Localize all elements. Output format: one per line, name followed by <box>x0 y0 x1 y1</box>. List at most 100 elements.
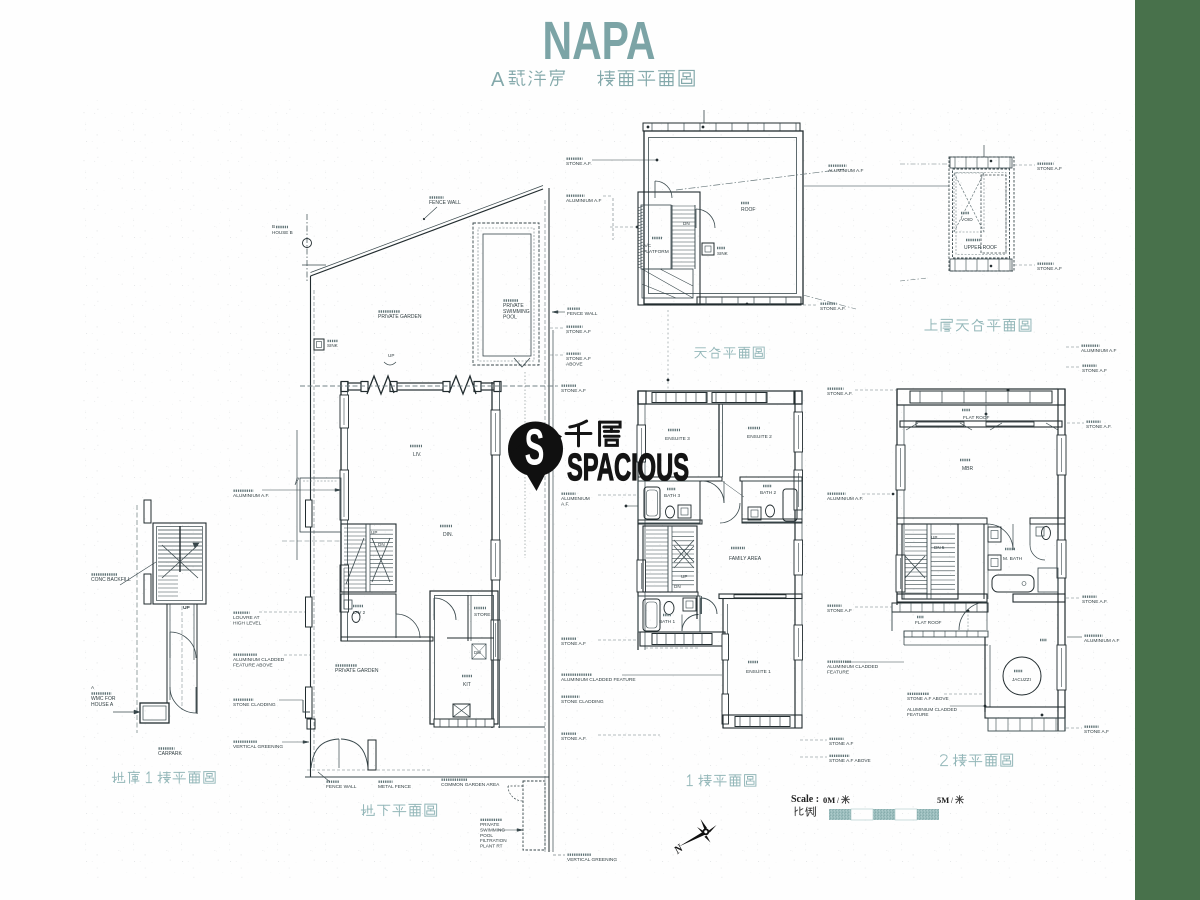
svg-text:DN 5: DN 5 <box>934 545 945 550</box>
svg-text:STONE CLADDING: STONE CLADDING <box>561 699 604 705</box>
svg-text:SWIMMING: SWIMMING <box>480 827 505 832</box>
svg-text:FEATURE: FEATURE <box>907 712 929 717</box>
svg-text:SWIMMING: SWIMMING <box>503 309 530 315</box>
svg-text:PLATFORM: PLATFORM <box>643 249 669 255</box>
svg-text:MBR: MBR <box>962 466 974 472</box>
svg-text:VOID: VOID <box>961 217 973 223</box>
svg-text:VERTICAL GREENING: VERTICAL GREENING <box>233 744 283 750</box>
svg-text:WMC FOR: WMC FOR <box>91 696 116 702</box>
svg-text:FENCE WALL: FENCE WALL <box>429 200 461 206</box>
svg-text:UP: UP <box>388 353 394 358</box>
svg-text:ALUMINIUM CLADDED: ALUMINIUM CLADDED <box>827 664 879 670</box>
svg-text:/: / <box>951 798 953 805</box>
svg-text:FLAT ROOF: FLAT ROOF <box>915 620 942 626</box>
svg-text:ALUMINIUM CLADDED: ALUMINIUM CLADDED <box>907 707 958 712</box>
svg-text:DIN.: DIN. <box>443 532 453 538</box>
svg-text:ALUMINIUM CLADDED FEATURE: ALUMINIUM CLADDED FEATURE <box>561 677 636 683</box>
svg-text:HOUSE A: HOUSE A <box>91 702 114 708</box>
svg-text:M. BATH: M. BATH <box>1003 556 1023 562</box>
svg-text:A.F.: A.F. <box>561 501 569 507</box>
svg-text:STONE A.F: STONE A.F <box>1037 266 1062 272</box>
svg-text:STORE: STORE <box>474 612 490 618</box>
svg-text:JACUZZI: JACUZZI <box>1012 677 1031 682</box>
svg-text:SINK: SINK <box>717 251 729 256</box>
svg-text:STONE A.F: STONE A.F <box>827 608 852 614</box>
svg-text:FLAT ROOF: FLAT ROOF <box>963 415 990 421</box>
svg-text:/: / <box>837 798 839 805</box>
svg-text:STONE A.F: STONE A.F <box>561 388 586 394</box>
svg-text:SPACIOUS: SPACIOUS <box>567 447 689 489</box>
svg-text:LIV.: LIV. <box>413 452 421 458</box>
svg-text:BATH 2: BATH 2 <box>760 490 776 495</box>
svg-text:STONE A.F: STONE A.F <box>566 329 591 335</box>
svg-text:ALUMINIUM A.F.: ALUMINIUM A.F. <box>827 496 863 502</box>
svg-text:5M: 5M <box>937 795 949 805</box>
svg-text:ENSUITE 1: ENSUITE 1 <box>746 669 771 675</box>
svg-text:UP: UP <box>371 530 377 535</box>
svg-text:ABOVE: ABOVE <box>566 361 583 367</box>
svg-text:POOL: POOL <box>480 833 493 838</box>
svg-text:DN: DN <box>674 584 681 589</box>
svg-text:STONE A.F.: STONE A.F. <box>820 306 846 312</box>
svg-text:STONE A.F: STONE A.F <box>561 641 586 647</box>
svg-text:METAL FENCE: METAL FENCE <box>378 784 411 790</box>
svg-text:KIT: KIT <box>463 682 471 688</box>
svg-text:FILTRATION: FILTRATION <box>480 838 507 843</box>
svg-text:A: A <box>91 685 95 690</box>
svg-text:CONC BACKFILL: CONC BACKFILL <box>91 577 131 583</box>
svg-text:ENSUITE 2: ENSUITE 2 <box>747 434 772 440</box>
svg-text:STONE A.F: STONE A.F <box>829 741 854 746</box>
svg-text:A: A <box>491 69 505 91</box>
svg-text:ALUMINIUM A.F: ALUMINIUM A.F <box>828 168 864 174</box>
svg-text:ALUMINIUM A.F: ALUMINIUM A.F <box>1081 348 1117 354</box>
svg-text:ALUMINIUM A.F: ALUMINIUM A.F <box>1084 638 1120 644</box>
svg-text:S: S <box>525 418 545 475</box>
svg-text:STONE CLADDING: STONE CLADDING <box>233 702 276 708</box>
svg-text:STONE A.F ABOVE: STONE A.F ABOVE <box>829 758 871 763</box>
svg-text:FAMILY AREA: FAMILY AREA <box>729 556 762 562</box>
svg-text:LOUVRE AT: LOUVRE AT <box>233 615 260 621</box>
svg-text:POOL: POOL <box>503 315 517 321</box>
svg-text:PRIVATE: PRIVATE <box>503 303 524 309</box>
svg-text:DN: DN <box>378 542 385 547</box>
svg-text:ALUMENIUM: ALUMENIUM <box>561 496 590 502</box>
svg-text:CARPARK: CARPARK <box>158 751 182 757</box>
svg-text:STONE A.F.: STONE A.F. <box>1086 424 1112 430</box>
svg-text:STONE A.F.: STONE A.F. <box>827 391 853 397</box>
svg-text:HOUSE B: HOUSE B <box>272 230 293 235</box>
svg-text:NAPA: NAPA <box>543 11 656 71</box>
svg-text:Scale :: Scale : <box>791 794 819 805</box>
svg-text:PRIVATE: PRIVATE <box>480 822 499 827</box>
svg-text:ALUMINIUM A.F.: ALUMINIUM A.F. <box>233 493 269 499</box>
svg-text:0M: 0M <box>823 795 835 805</box>
svg-text:STONE A.F ABOVE: STONE A.F ABOVE <box>907 696 949 701</box>
svg-text:BATH 3: BATH 3 <box>664 493 680 498</box>
svg-text:STONE A.F: STONE A.F <box>1082 368 1107 374</box>
svg-text:FEATURE ABOVE: FEATURE ABOVE <box>233 662 273 668</box>
svg-text:STONE A.F: STONE A.F <box>1037 166 1062 172</box>
svg-text:BATH 1: BATH 1 <box>659 619 675 624</box>
svg-text:VERTICAL GREENING: VERTICAL GREENING <box>567 857 617 863</box>
svg-text:STONE A.F.: STONE A.F. <box>1082 599 1108 605</box>
svg-text:ROOF: ROOF <box>741 207 755 213</box>
svg-text:ALUMINIUM A.F: ALUMINIUM A.F <box>566 198 602 204</box>
svg-text:DW: DW <box>474 650 481 655</box>
svg-text:LAV 2: LAV 2 <box>353 610 366 615</box>
svg-text:ENSUITE 3: ENSUITE 3 <box>665 436 690 442</box>
svg-text:SINK: SINK <box>327 343 339 348</box>
svg-text:FENCE WALL: FENCE WALL <box>567 311 598 317</box>
svg-text:B: B <box>272 224 275 229</box>
svg-text:DN: DN <box>683 221 690 226</box>
svg-text:PRIVATE GARDEN: PRIVATE GARDEN <box>378 314 422 320</box>
svg-text:PRIVATE GARDEN: PRIVATE GARDEN <box>335 668 379 674</box>
svg-text:UP: UP <box>931 535 937 540</box>
svg-text:A/C: A/C <box>643 243 652 249</box>
svg-text:ALUMINIUM CLADDED: ALUMINIUM CLADDED <box>233 657 285 663</box>
svg-text:COMMON GARDEN AREA: COMMON GARDEN AREA <box>441 782 500 788</box>
svg-text:UP: UP <box>183 605 191 611</box>
svg-text:PLANT RT: PLANT RT <box>480 844 503 849</box>
svg-text:STONE A.F.: STONE A.F. <box>561 736 587 742</box>
svg-text:STONE A.F: STONE A.F <box>566 356 591 362</box>
svg-text:FENCE WALL: FENCE WALL <box>326 784 357 790</box>
svg-text:UP: UP <box>681 574 687 579</box>
